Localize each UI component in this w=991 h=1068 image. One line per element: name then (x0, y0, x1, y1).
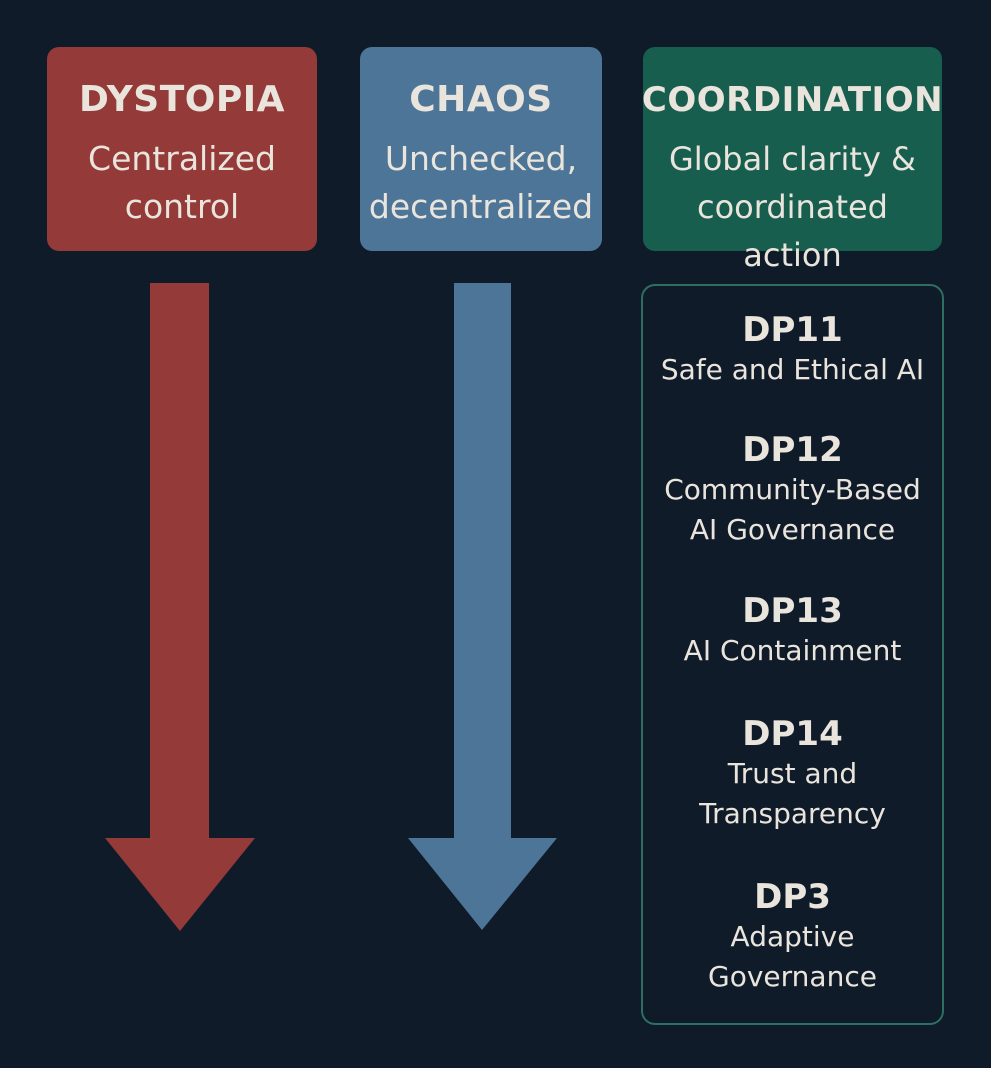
principle-name-line-1: Trust and (727, 757, 858, 790)
dystopia-down-arrow-icon (105, 283, 255, 931)
dystopia-box: DYSTOPIA Centralized control (47, 47, 317, 251)
chaos-title: CHAOS (409, 79, 553, 120)
principle-name-line-2: Governance (708, 960, 877, 993)
principle-dp14: DP14 Trust and Transparency (643, 714, 942, 834)
principle-dp3: DP3 Adaptive Governance (643, 877, 942, 997)
principle-code: DP3 (754, 877, 831, 917)
dystopia-subtitle-line-1: Centralized (88, 139, 276, 178)
principle-name: AI Containment (683, 634, 902, 667)
principle-name-line-2: AI Governance (689, 513, 896, 546)
dystopia-subtitle-line-2: control (124, 187, 240, 226)
chaos-subtitle: Unchecked, decentralized (369, 135, 593, 231)
principle-name-line-1: Adaptive (730, 920, 855, 953)
principle-code: DP11 (742, 310, 843, 350)
chaos-subtitle-line-1: Unchecked, (384, 139, 578, 178)
coordination-box: COORDINATION Global clarity & coordinate… (641, 47, 944, 274)
principle-name-line-1: Community-Based (664, 473, 921, 506)
chaos-subtitle-line-2: decentralized (368, 187, 594, 226)
principle-name: Safe and Ethical AI (660, 353, 925, 386)
principle-dp11: DP11 Safe and Ethical AI (643, 310, 942, 390)
dystopia-title: DYSTOPIA (78, 79, 286, 120)
chaos-down-arrow-icon (408, 283, 557, 930)
principle-dp13: DP13 AI Containment (643, 591, 942, 671)
coordination-title: COORDINATION (641, 80, 944, 120)
principle-name-line-2: Transparency (699, 797, 886, 830)
principle-code: DP14 (742, 714, 843, 754)
coordination-subtitle-line-2: coordinated action (697, 188, 888, 274)
principle-code: DP12 (742, 430, 843, 470)
design-principles-panel: DP11 Safe and Ethical AI DP12 Community-… (641, 284, 944, 1025)
chaos-box: CHAOS Unchecked, decentralized (360, 47, 602, 251)
principle-code: DP13 (742, 591, 843, 631)
coordination-subtitle: Global clarity & coordinated action (643, 135, 942, 279)
coordination-subtitle-line-1: Global clarity & (669, 140, 916, 178)
dystopia-subtitle: Centralized control (88, 135, 276, 231)
principle-dp12: DP12 Community-Based AI Governance (643, 430, 942, 550)
